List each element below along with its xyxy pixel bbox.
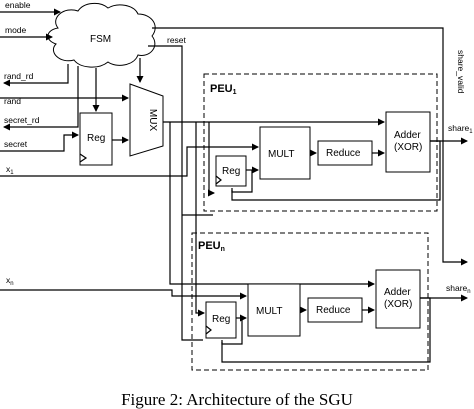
figure-caption: Figure 2: Architecture of the SGU [121, 390, 353, 409]
secret-signal-label: secret [4, 139, 28, 149]
peu1-adder-box [385, 111, 431, 173]
rand-signal-label: rand [4, 96, 21, 106]
peu1-reduce-box [317, 140, 373, 166]
peu1-mult-label: MULT [268, 149, 294, 160]
rand-rd-signal-label: rand_rd [4, 71, 34, 81]
peu1-register-label: Reg [222, 166, 240, 177]
reset-signal-label: reset [167, 35, 187, 45]
peun-mult-label: MULT [256, 306, 282, 317]
mux-label: MUX [147, 109, 158, 132]
secret-register-label: Reg [87, 133, 105, 144]
enable-signal-label: enable [5, 0, 31, 10]
peu1-adder-label-line2: (XOR) [394, 142, 422, 153]
sharen-signal-label: sharen [446, 283, 471, 295]
peun-adder-label-line2: (XOR) [384, 299, 412, 310]
x1-signal-label: x1 [6, 164, 14, 176]
xn-signal-label: xn [6, 275, 14, 287]
peu1-title: PEU1 [210, 83, 237, 96]
peun-reduce-box [307, 297, 363, 323]
fsm-cloud [47, 3, 156, 68]
peun-adder-label-line1: Adder [384, 287, 411, 298]
peun-reduce-label: Reduce [316, 305, 351, 316]
secret-rd-signal-label: secret_rd [4, 115, 40, 125]
peun-mult-box [247, 283, 301, 337]
peu1-register-box [215, 155, 247, 187]
peun-register-box [205, 301, 237, 339]
fsm-label: FSM [90, 34, 111, 45]
peu1-adder-label-line1: Adder [394, 130, 421, 141]
peun-adder-box [375, 269, 421, 329]
peun-title: PEUn [198, 240, 225, 253]
share-valid-signal-label: share_valid [456, 50, 466, 94]
peun-group [191, 232, 429, 371]
peun-register-label: Reg [212, 314, 230, 325]
share1-signal-label: share1 [448, 123, 473, 135]
peu1-reduce-label: Reduce [326, 148, 361, 159]
secret-register-box [79, 112, 113, 166]
mode-signal-label: mode [5, 25, 27, 35]
peu1-group [203, 73, 438, 212]
mux-trapezoid [129, 83, 164, 157]
